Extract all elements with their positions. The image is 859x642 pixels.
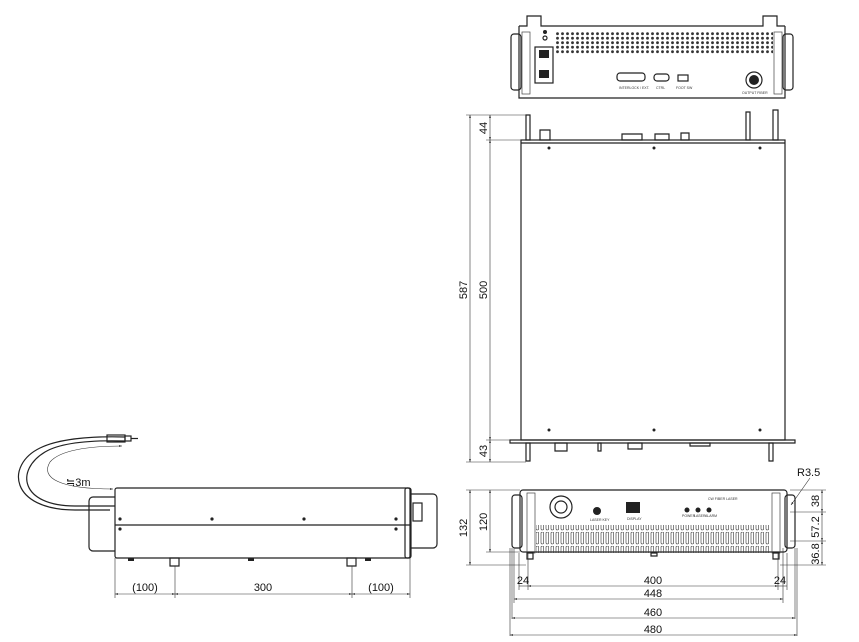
dim-448: 448 <box>644 588 662 600</box>
cable-length-label: ≒3m <box>66 477 91 489</box>
dim-57-2: 57.2 <box>810 516 822 537</box>
indicator-power: POWER <box>682 514 696 518</box>
front-title: CW FIBER LASER <box>708 497 738 501</box>
top-view: 587 44 500 43 <box>458 109 796 463</box>
fiber-cable <box>26 440 126 507</box>
ctrl-label: CTRL <box>656 86 665 90</box>
footsw-label: FOOT SW <box>676 86 693 90</box>
dim-400: 400 <box>644 575 662 587</box>
dim-43: 43 <box>478 445 490 457</box>
dim-24-right: 24 <box>774 575 786 587</box>
dim-24-left: 24 <box>517 575 529 587</box>
dim-500: 500 <box>478 281 490 299</box>
ctrl-connector <box>653 73 670 82</box>
front-view: LASER KEY DISPLAY CW FIBER LASER POWER L… <box>458 467 826 636</box>
fiber-output-port <box>549 495 573 519</box>
indicator-alarm: ALARM <box>705 514 717 518</box>
dim-587: 587 <box>458 281 470 299</box>
power-inlet <box>534 46 554 84</box>
footsw-connector <box>677 74 689 82</box>
dim-38: 38 <box>810 495 822 507</box>
interlock-connector <box>616 72 646 82</box>
dim-300: 300 <box>254 582 272 594</box>
key-label: LASER KEY <box>590 518 610 522</box>
laser-key-switch <box>593 507 601 515</box>
dim-120: 120 <box>478 513 490 531</box>
indicator-laser: LASER <box>694 514 706 518</box>
rear-panel-view: INTERLOCK / EXT. CTRL FOOT SW OUTPUT FIB… <box>510 15 794 99</box>
dim-36-8: 36.8 <box>810 543 822 564</box>
side-view: ≒3m (100) 300 (100) <box>17 434 438 598</box>
dim-100-right: (100) <box>368 582 394 594</box>
interlock-label: INTERLOCK / EXT. <box>619 86 650 90</box>
fiber-output <box>745 71 763 89</box>
dim-100-left: (100) <box>132 582 158 594</box>
dim-460: 460 <box>644 607 662 619</box>
display-label: DISPLAY <box>627 517 642 521</box>
dim-r3-5: R3.5 <box>797 467 820 479</box>
dim-44: 44 <box>478 122 490 134</box>
dim-132: 132 <box>458 519 470 537</box>
dim-480: 480 <box>644 624 662 636</box>
display <box>626 502 640 513</box>
fiber-output-label: OUTPUT FIBER <box>742 91 768 95</box>
